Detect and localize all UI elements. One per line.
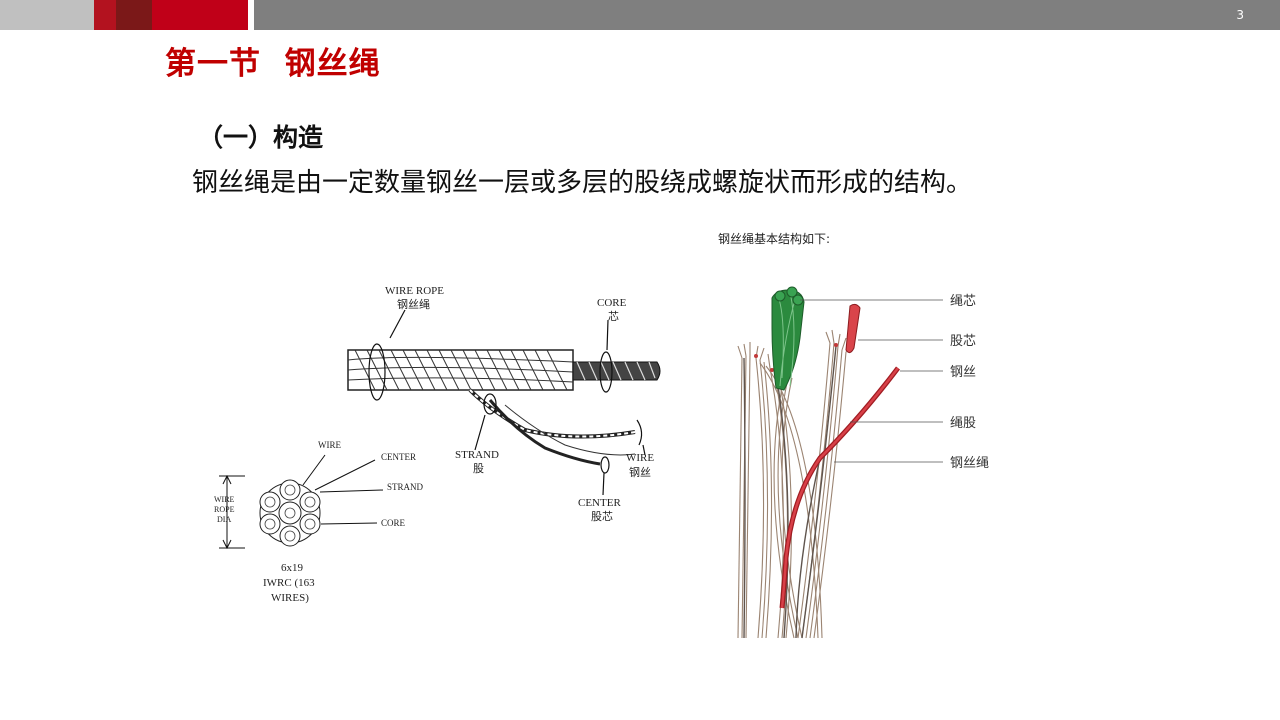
label-wire: WIRE — [626, 452, 654, 464]
figure-caption: 钢丝绳基本结构如下: — [718, 231, 830, 246]
label-wire-cn: 钢丝 — [950, 365, 976, 380]
body-text: 钢丝绳是由一定数量钢丝一层或多层的股绕成螺旋状而形成的结构。 — [192, 168, 973, 198]
rope-core-green — [771, 286, 805, 391]
cs-label-strand: STRAND — [387, 482, 424, 492]
label-center: CENTER — [578, 497, 621, 509]
slide-number: 3 — [1236, 8, 1244, 22]
cs-label-center: CENTER — [381, 452, 416, 462]
dia-label-2: ROPE — [214, 505, 235, 514]
label-center-cn: 股芯 — [591, 509, 613, 523]
leader-loops — [368, 309, 646, 496]
label-rope-core: 绳芯 — [950, 294, 976, 309]
strand-core-red — [845, 303, 861, 354]
label-wire-rope: WIRE ROPE — [385, 285, 444, 297]
rope-structure-illustration: 钢丝绳基本结构如下: — [700, 228, 1010, 640]
top-bar-crimson-2 — [152, 0, 248, 30]
cross-section — [259, 479, 321, 547]
spec-line-1: 6x19 — [281, 562, 304, 574]
page-title: 第一节 钢丝绳 — [165, 46, 381, 82]
label-strand: STRAND — [455, 449, 499, 461]
label-core-cn: 芯 — [608, 309, 619, 323]
dia-label-3: DIA — [217, 515, 231, 524]
label-wire-cn: 钢丝 — [629, 466, 651, 479]
spec-line-3: WIRES) — [271, 592, 309, 604]
top-bar-crimson-1 — [94, 0, 116, 30]
label-strand-cn: 股 — [473, 462, 484, 475]
dia-label-1: WIRE — [214, 495, 235, 504]
spec-line-2: IWRC (163 — [263, 577, 315, 589]
rope-body — [347, 349, 661, 466]
label-wire-rope-cn: 钢丝绳 — [397, 297, 430, 311]
cs-label-wire: WIRE — [318, 440, 341, 450]
wire-rope-diagram: WIRE ROPE 钢丝绳 CORE 芯 STRAND 股 WIRE 钢丝 CE… — [205, 280, 675, 615]
top-bar-gap — [248, 0, 254, 30]
cs-label-core: CORE — [381, 518, 406, 528]
label-core: CORE — [597, 297, 627, 309]
single-wire-red — [779, 366, 900, 609]
top-bar-light — [0, 0, 94, 30]
rope-strands — [737, 329, 853, 639]
label-strand-core: 股芯 — [950, 334, 976, 349]
label-strand-cn: 绳股 — [950, 416, 976, 431]
top-bar-grey — [254, 0, 1280, 30]
top-bar: 3 — [0, 0, 1280, 30]
top-bar-darkred — [116, 0, 152, 30]
label-leaders — [800, 299, 943, 463]
cross-section-leaders — [219, 454, 384, 550]
section-heading: （一）构造 — [198, 123, 324, 152]
label-wire-rope-cn: 钢丝绳 — [950, 456, 989, 471]
